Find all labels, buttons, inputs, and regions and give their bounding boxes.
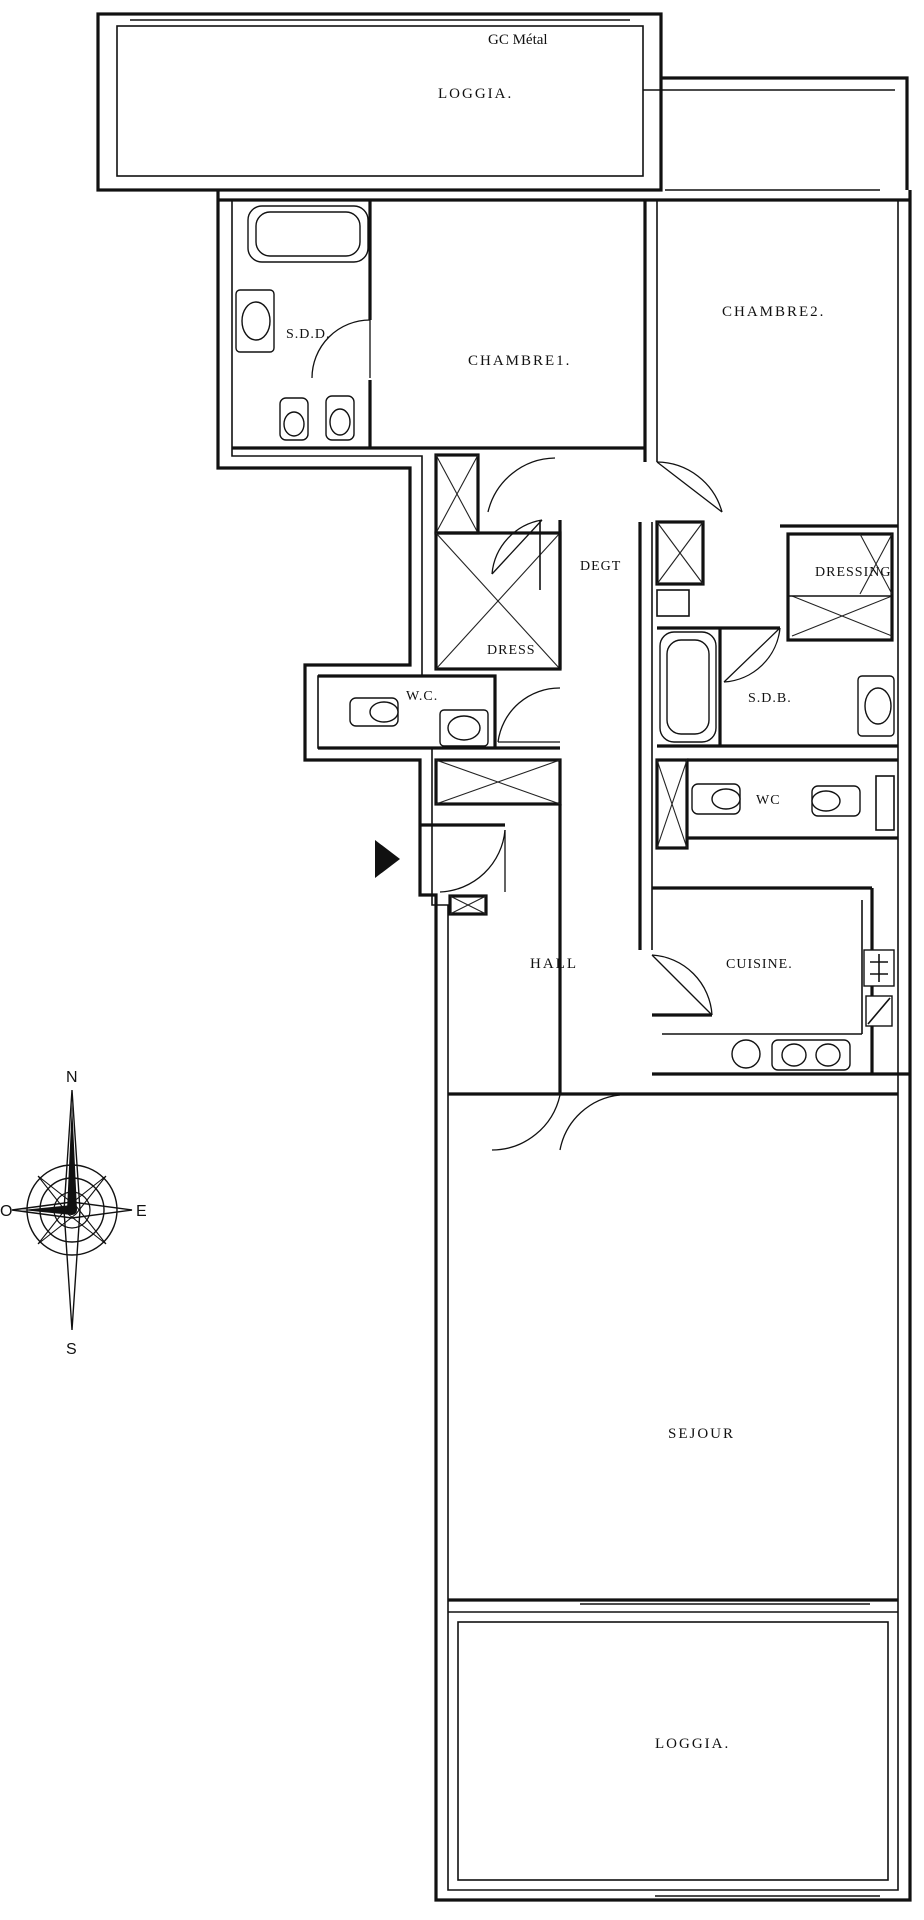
left-closets [434,453,562,916]
chambre1-walls [370,200,658,513]
wc-left-room [318,674,561,750]
entrance-arrow-icon [375,840,400,878]
hob-icon [731,1039,761,1069]
loggia-top-walls [96,12,909,192]
right-closets [655,520,705,850]
chambre2-walls [656,461,898,528]
compass-rose-icon [11,1089,133,1331]
label-dressing: DRESSING [815,565,891,580]
compass-o-label: O [0,1203,12,1220]
loggia-bottom-walls [457,1621,889,1897]
label-hall: HALL [530,956,578,972]
label-sejour: SEJOUR [668,1426,735,1442]
label-loggia-bottom: LOGGIA. [655,1736,730,1752]
compass-s-label: S [66,1341,77,1358]
label-dress: DRESS [487,643,536,658]
sdb-room [657,626,898,748]
label-sdd: S.D.D. [286,327,331,342]
entrance [375,823,506,893]
cuisine-room [651,886,910,1076]
corridor-walls [491,522,653,1151]
compass-n-label: N [66,1069,78,1086]
label-wc-left: W.C. [406,689,438,704]
wc-right-room [687,758,898,840]
label-gc-metal: GC Métal [488,32,548,48]
dressing-room [786,532,894,642]
compass-e-label: E [136,1203,147,1220]
label-wc-right: WC [756,793,781,808]
label-degt: DEGT [580,559,621,574]
label-loggia-top: LOGGIA. [438,86,513,102]
label-cuisine: CUISINE. [726,957,793,972]
label-chambre2: CHAMBRE2. [722,304,825,320]
label-sdb: S.D.B. [748,691,792,706]
label-chambre1: CHAMBRE1. [468,353,571,369]
sejour-room [448,1092,898,1613]
sdd-room [232,200,372,450]
